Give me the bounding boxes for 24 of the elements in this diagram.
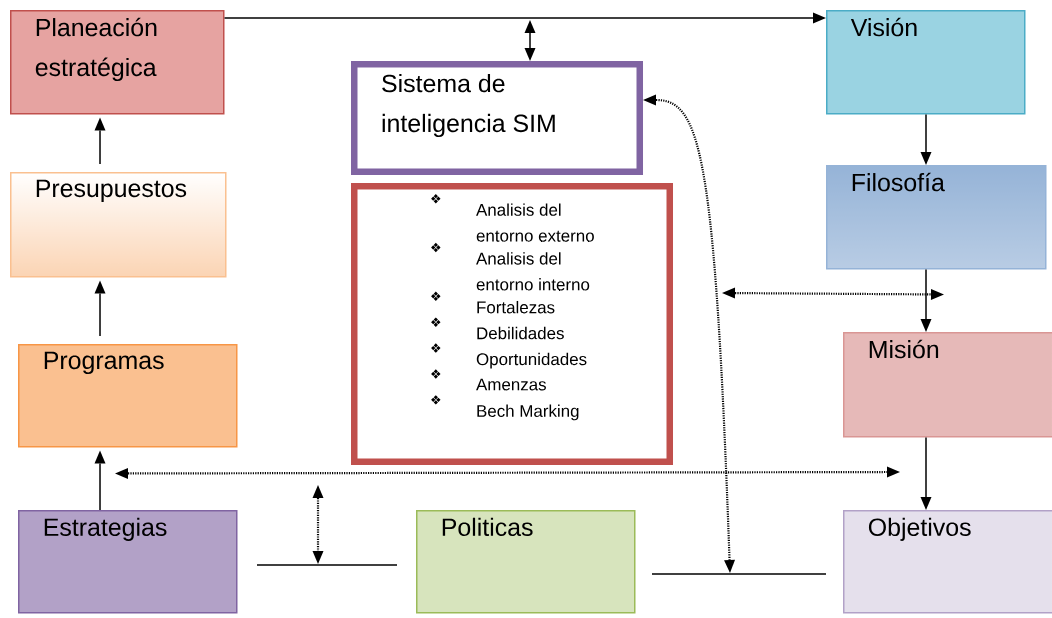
arrow [920,113,932,165]
arrow [94,280,106,337]
arrow [920,268,932,332]
bar-line [257,564,397,566]
arrow [94,117,106,165]
double-arrow [643,94,736,573]
process-box: Filosofía [826,165,1047,270]
system-box: Sistema de inteligencia SIM [351,61,643,175]
process-box: Politicas [416,510,636,614]
process-box: Visión [826,10,1026,115]
list-box: ❖ Analisis del entorno externo ❖ Analisis del entorno interno ❖ Fortalezas ❖ Debilidades ❖ Oportunidades ❖ Amenzas ❖ Bech Marking [351,183,673,465]
double-arrow [312,485,324,564]
process-box: Estrategias [18,510,238,614]
double-arrow [722,287,944,300]
process-box: Programas [18,344,238,448]
process-box: Misión [843,332,1052,438]
arrow [920,436,932,510]
process-box: Objetivos [843,510,1052,614]
double-arrow [524,20,536,61]
arrow [223,12,826,24]
process-box: Presupuestos [10,172,227,278]
arrow [94,450,106,511]
double-arrow [115,466,900,479]
process-box: Planeación estratégica [10,10,225,115]
